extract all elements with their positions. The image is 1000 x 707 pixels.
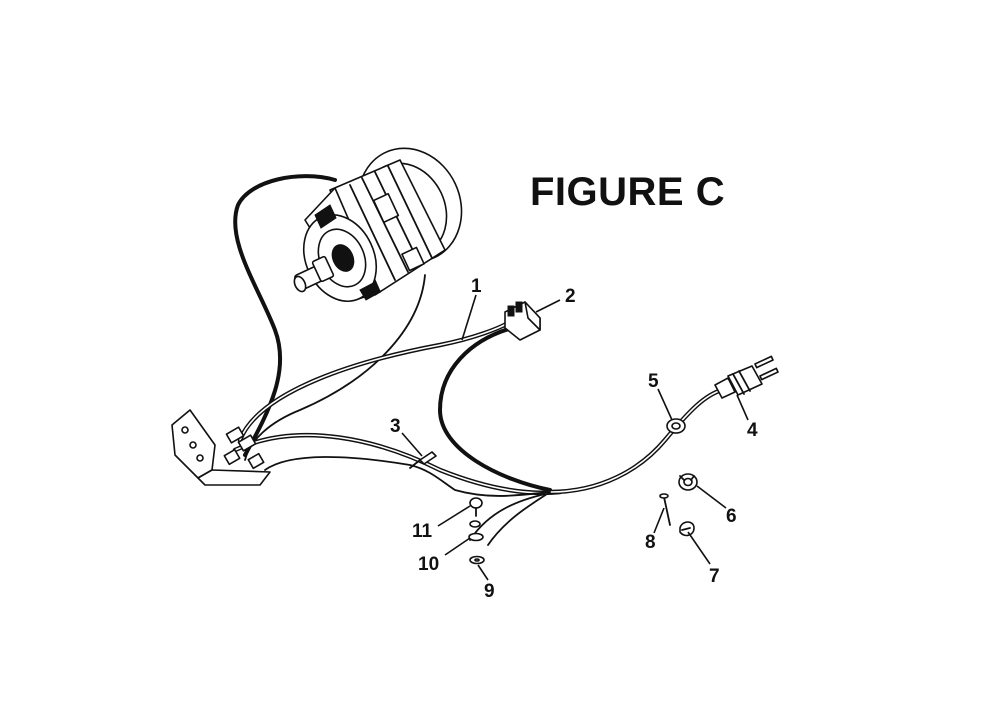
switch-icon [504,301,541,341]
callout-1: 1 [471,276,482,297]
callout-8: 8 [645,532,656,553]
callout-5: 5 [648,371,659,392]
leader-lines [401,294,749,581]
terminal-icon [409,451,437,469]
callout-9: 9 [484,581,495,602]
figure-title: FIGURE C [530,170,726,214]
callouts: 1 2 3 4 5 6 7 8 9 10 11 [390,276,758,602]
callout-6: 6 [726,506,737,527]
clamp-icon [679,521,695,537]
grommet-icon [678,473,698,491]
callout-7: 7 [709,566,720,587]
plug-icon [714,355,779,399]
washer-icon [468,497,485,565]
callout-11: 11 [412,521,433,542]
screw-icon [659,493,671,526]
callout-3: 3 [390,416,401,437]
callout-2: 2 [565,286,576,307]
wire-harness [232,174,725,546]
strain-relief-icon [666,418,686,434]
callout-4: 4 [747,420,758,441]
callout-10: 10 [418,554,439,575]
bracket-icon [171,409,271,486]
motor-icon [293,147,463,303]
